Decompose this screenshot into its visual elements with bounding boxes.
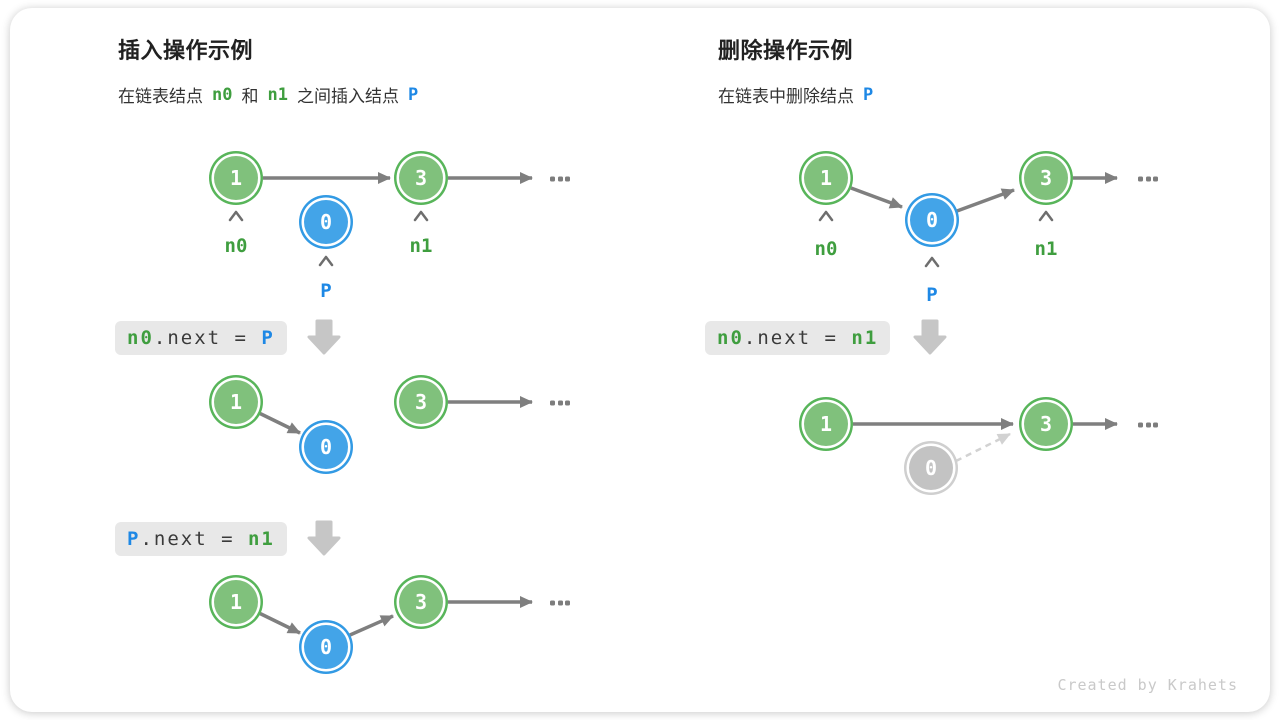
ellipsis-icon bbox=[1138, 176, 1158, 182]
ellipsis-icon bbox=[1138, 422, 1158, 428]
subtitle-text: 在链表结点 bbox=[118, 87, 203, 106]
code-var: n1 bbox=[247, 528, 275, 550]
subtitle-var-n1: n1 bbox=[267, 84, 288, 105]
list-node-n0: 1 bbox=[214, 380, 258, 424]
ellipsis-icon bbox=[550, 600, 570, 606]
list-node-n0: 1 bbox=[214, 156, 258, 200]
pointer-label-n0: n0 bbox=[224, 235, 248, 257]
subtitle-text: 在链表中删除结点 bbox=[718, 87, 854, 106]
list-node-n0: 1 bbox=[214, 580, 258, 624]
code-text: .next = bbox=[743, 327, 852, 349]
list-node-n0: 1 bbox=[804, 402, 848, 446]
subtitle-text: 之间插入结点 bbox=[296, 87, 399, 106]
code-var: n0 bbox=[717, 327, 744, 349]
code-var: n1 bbox=[851, 327, 879, 349]
insert-section-subtitle: 在链表结点 n0 和 n1 之间插入结点 P bbox=[118, 82, 418, 107]
code-snippet: n0.next = P bbox=[115, 321, 287, 355]
ellipsis-icon bbox=[550, 400, 570, 406]
code-var: P bbox=[127, 528, 141, 550]
list-node-p: 0 bbox=[304, 625, 348, 669]
code-var: n0 bbox=[127, 327, 154, 349]
delete-section-title: 删除操作示例 bbox=[718, 38, 854, 63]
list-node-n1: 3 bbox=[1024, 156, 1068, 200]
code-snippet: P.next = n1 bbox=[115, 522, 287, 556]
ellipsis-icon bbox=[550, 176, 570, 182]
list-node-p-removed: 0 bbox=[909, 446, 953, 490]
list-node-n1: 3 bbox=[399, 580, 443, 624]
list-node-n0: 1 bbox=[804, 156, 848, 200]
list-node-n1: 3 bbox=[1024, 402, 1068, 446]
code-text: .next = bbox=[153, 327, 262, 349]
subtitle-text: 和 bbox=[241, 87, 259, 106]
list-node-p: 0 bbox=[304, 200, 348, 244]
delete-section-subtitle: 在链表中删除结点 P bbox=[718, 82, 873, 107]
insert-section-title: 插入操作示例 bbox=[118, 38, 254, 63]
pointer-label-n1: n1 bbox=[409, 235, 433, 257]
subtitle-var-p: P bbox=[863, 84, 874, 105]
pointer-label-n1: n1 bbox=[1034, 238, 1058, 260]
subtitle-var-p: P bbox=[407, 84, 419, 105]
list-node-p: 0 bbox=[304, 425, 348, 469]
subtitle-var-n0: n0 bbox=[212, 84, 233, 105]
pointer-label-n0: n0 bbox=[814, 238, 838, 260]
code-snippet: n0.next = n1 bbox=[705, 321, 891, 355]
code-text: .next = bbox=[140, 528, 248, 550]
figure-card bbox=[10, 8, 1270, 712]
pointer-label-p: P bbox=[926, 284, 938, 306]
list-node-n1: 3 bbox=[399, 156, 443, 200]
pointer-label-p: P bbox=[320, 280, 332, 302]
list-node-n1: 3 bbox=[399, 380, 443, 424]
credit-text: Created by Krahets bbox=[1057, 676, 1238, 694]
list-node-p: 0 bbox=[910, 198, 954, 242]
code-var: P bbox=[261, 327, 275, 349]
